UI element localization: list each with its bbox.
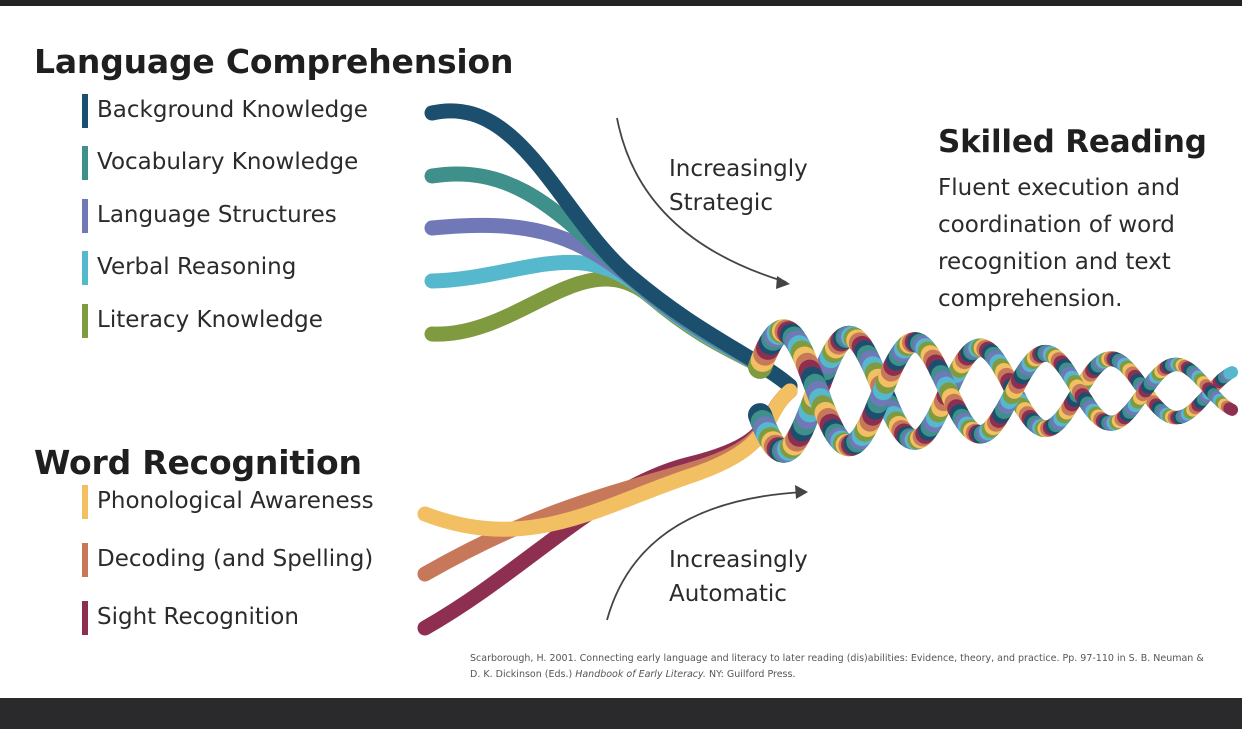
language-comprehension-strand-label: Language Structures — [97, 202, 337, 228]
word-recognition-strand-label: Phonological Awareness — [97, 488, 374, 514]
strategic-arrow — [616, 117, 787, 283]
word-recognition-strand-color-bar — [82, 601, 88, 635]
skilled-reading-description: Fluent execution and coordination of wor… — [938, 175, 1180, 312]
skilled-reading-braid-segment — [1223, 366, 1239, 380]
skilled-reading-braid-segment — [1223, 402, 1239, 416]
word-recognition-strand — [417, 383, 798, 537]
citation-publisher: NY: Guilford Press. — [705, 669, 796, 680]
strategic-label-line: Strategic — [669, 190, 773, 216]
language-comprehension-strand-color-bar — [82, 94, 88, 128]
skilled-reading-braid — [748, 319, 1239, 463]
citation-text: Scarborough, H. 2001. Connecting early l… — [470, 653, 1204, 680]
automatic-arrowhead — [795, 485, 808, 499]
language-comprehension-strand — [424, 103, 798, 394]
language-comprehension-strand-color-bar — [82, 251, 88, 285]
reading-rope-diagram — [417, 103, 1239, 636]
citation-book-title: Handbook of Early Literacy. — [575, 669, 706, 680]
top-frame-bar — [0, 0, 1242, 6]
automatic-label-line: Automatic — [669, 581, 787, 607]
automatic-label-line: Increasingly — [669, 547, 808, 573]
strategic-label-line: Increasingly — [669, 156, 808, 182]
strategic-arrowhead — [776, 276, 790, 289]
language-comprehension-strand-color-bar — [82, 199, 88, 233]
word-recognition-strand-label: Decoding (and Spelling) — [97, 546, 374, 572]
language-comprehension-strand — [424, 271, 798, 394]
word-recognition-strand-color-bar — [82, 485, 88, 519]
reading-rope-slide: Language Comprehension Background Knowle… — [0, 6, 1242, 698]
language-comprehension-strand-label: Verbal Reasoning — [97, 254, 297, 280]
word-recognition-strand-color-bar — [82, 543, 88, 577]
language-comprehension-strand-label: Background Knowledge — [97, 97, 368, 123]
language-comprehension-strand-color-bar — [82, 304, 88, 338]
word-recognition-strand-label: Sight Recognition — [97, 604, 299, 630]
skilled-reading-heading: Skilled Reading — [938, 124, 1207, 160]
language-comprehension-strand-label: Literacy Knowledge — [97, 307, 323, 333]
word-recognition-heading: Word Recognition — [34, 443, 362, 482]
automatic-arrow — [606, 491, 805, 621]
citation: Scarborough, H. 2001. Connecting early l… — [470, 651, 1210, 683]
language-comprehension-strand-label: Vocabulary Knowledge — [97, 149, 359, 175]
bottom-frame-bar — [0, 698, 1242, 729]
language-comprehension-strand-color-bar — [82, 146, 88, 180]
language-comprehension-heading: Language Comprehension — [34, 42, 514, 81]
